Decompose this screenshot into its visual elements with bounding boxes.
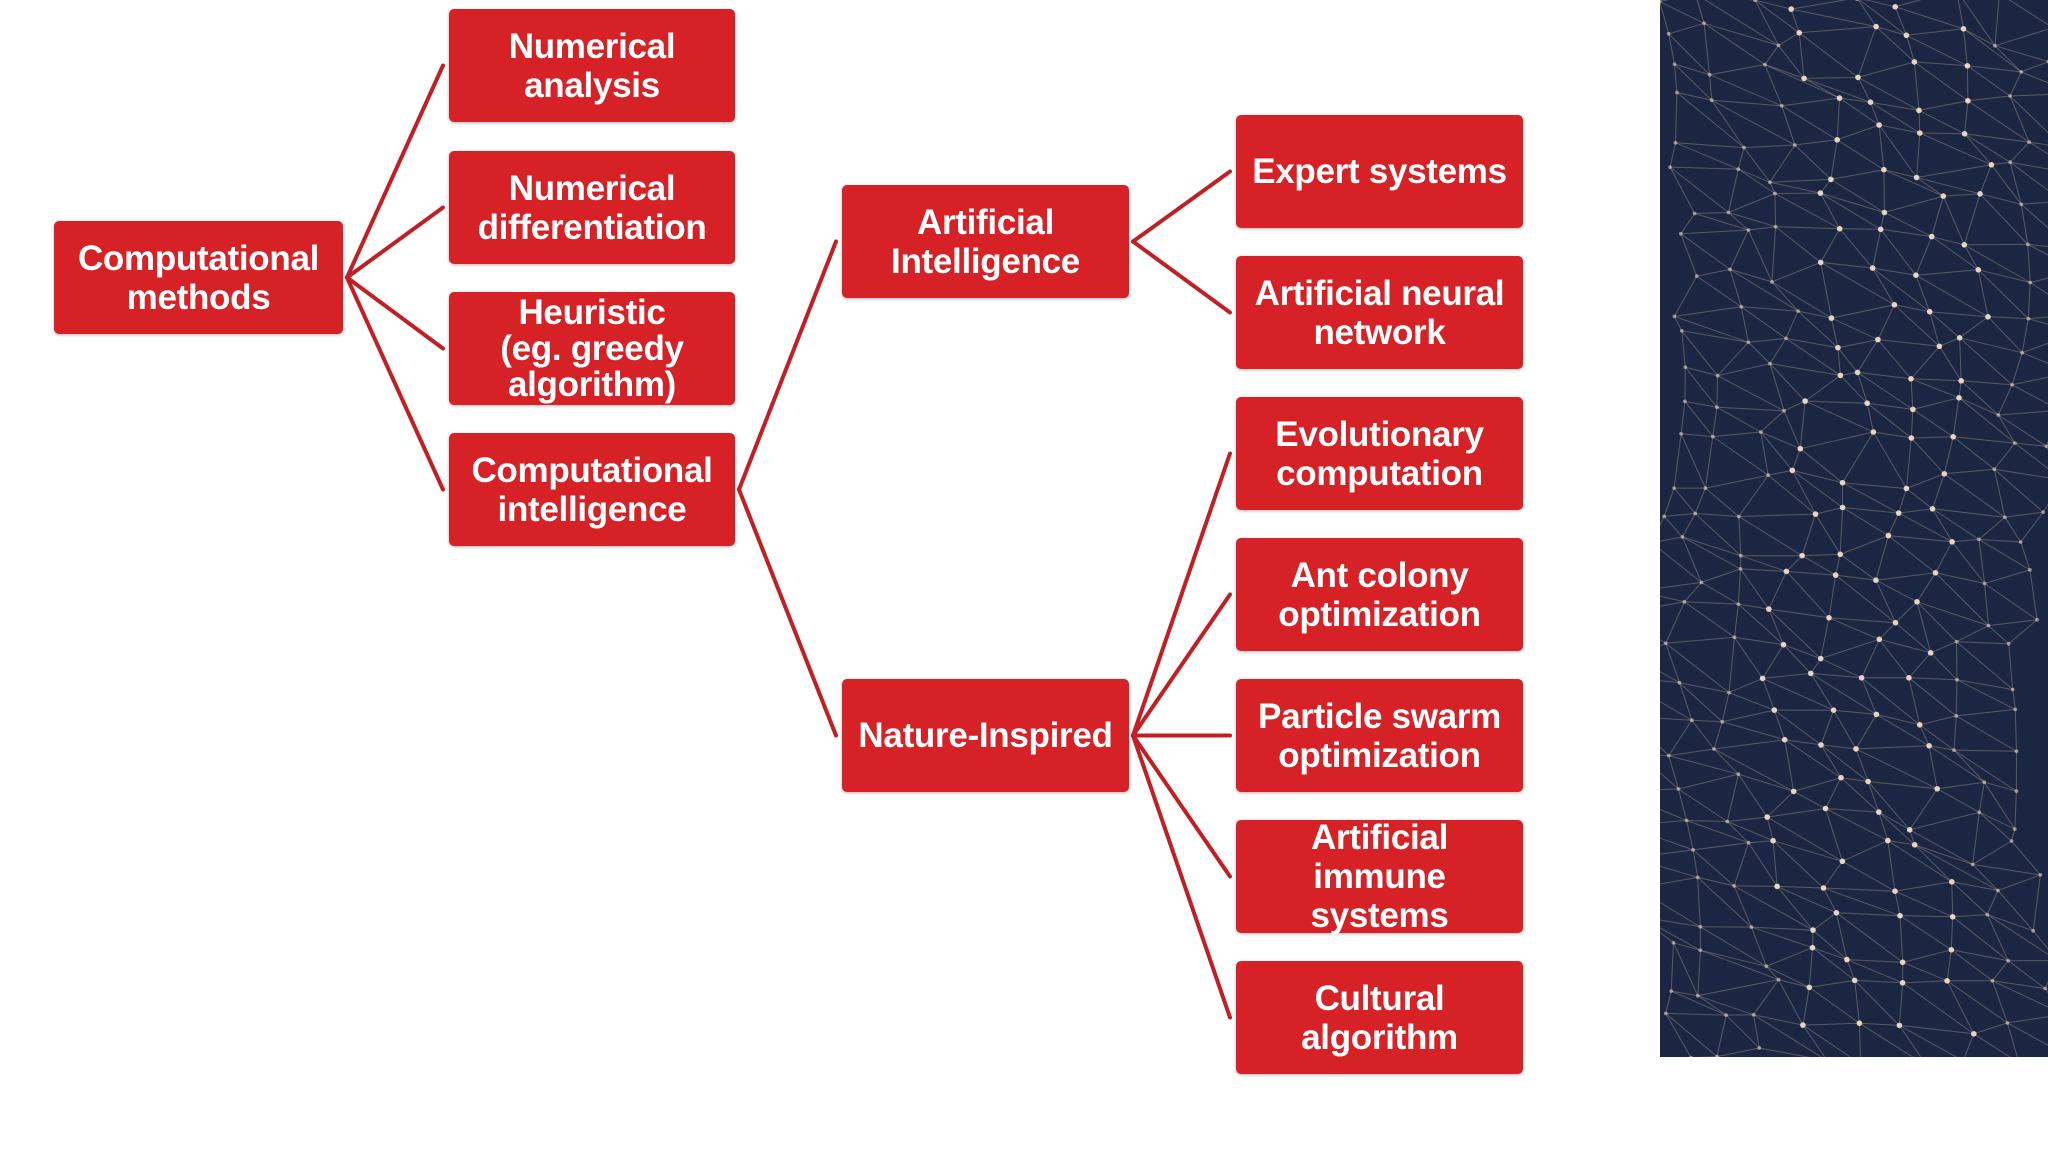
- connector-ni-ec: [1131, 451, 1232, 738]
- node-artificial-intelligence: Artificial Intelligence: [842, 185, 1129, 298]
- connector-root-nd: [345, 205, 445, 280]
- connector-root-na: [345, 63, 445, 280]
- node-ant-colony-optimization: Ant colony optimization: [1236, 538, 1523, 651]
- node-nature-inspired: Nature-Inspired: [842, 679, 1129, 792]
- connector-ni-ca: [1131, 733, 1232, 1020]
- connector-root-he: [345, 275, 445, 351]
- node-computational-methods: Computational methods: [54, 221, 343, 334]
- node-expert-systems: Expert systems: [1236, 115, 1523, 228]
- connector-ai-es: [1131, 169, 1232, 244]
- node-computational-intelligence: Computational intelligence: [449, 433, 735, 546]
- node-evolutionary-computation: Evolutionary computation: [1236, 397, 1523, 510]
- node-heuristic: Heuristic (eg. greedy algorithm): [449, 292, 735, 405]
- connector-ci-ni: [737, 487, 838, 738]
- node-numerical-differentiation: Numerical differentiation: [449, 151, 735, 264]
- connector-ci-ai: [737, 239, 838, 492]
- node-cultural-algorithm: Cultural algorithm: [1236, 961, 1523, 1074]
- connector-ni-ac: [1131, 592, 1232, 738]
- node-particle-swarm-optimization: Particle swarm optimization: [1236, 679, 1523, 792]
- node-artificial-immune-systems: Artificial immune systems: [1236, 818, 1523, 935]
- connector-ai-ann: [1131, 239, 1232, 315]
- node-artificial-neural-network: Artificial neural network: [1236, 256, 1523, 369]
- connector-ni-ais: [1131, 733, 1232, 879]
- network-mesh-image: [1660, 0, 2048, 1057]
- connector-root-ci: [345, 275, 445, 492]
- node-numerical-analysis: Numerical analysis: [449, 9, 735, 122]
